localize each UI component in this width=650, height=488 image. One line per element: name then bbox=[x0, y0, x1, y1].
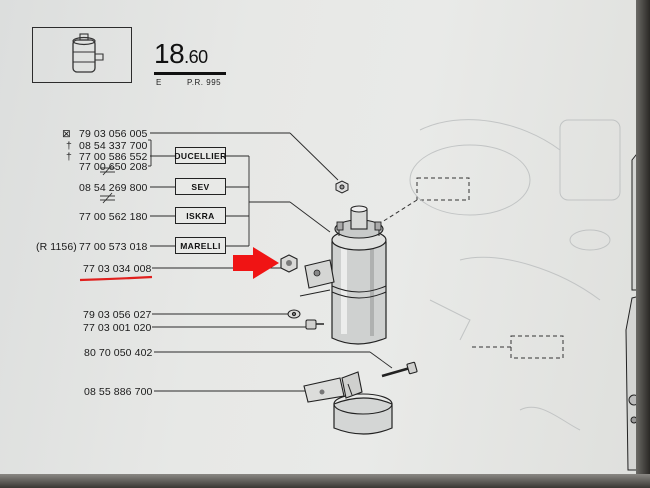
red-arrow-icon bbox=[233, 247, 279, 279]
background-faint-drawing bbox=[409, 119, 621, 431]
page-edge-shadow bbox=[636, 0, 650, 488]
highlight-underline bbox=[79, 275, 153, 282]
part-symbol: ⊠ bbox=[62, 128, 71, 140]
brand-box-sev: SEV bbox=[175, 178, 226, 195]
edition-letter: E bbox=[156, 78, 162, 87]
part-symbol: † bbox=[66, 140, 72, 152]
brand-box-marelli: MARELLI bbox=[175, 237, 226, 254]
mounting-bracket-illustration bbox=[303, 371, 393, 435]
mounting-bolt bbox=[381, 361, 418, 378]
ignition-coil-illustration bbox=[299, 205, 387, 345]
part-number: 77 00 650 208 bbox=[79, 161, 148, 173]
reference-code: P.R. 995 bbox=[187, 78, 222, 87]
leader-lines bbox=[100, 132, 393, 392]
part-number: 79 03 056 027 bbox=[83, 309, 152, 321]
page-bottom-shadow bbox=[0, 474, 650, 488]
part-number: 79 03 056 005 bbox=[79, 128, 148, 140]
part-symbol: † bbox=[66, 151, 72, 163]
brand-box-ducellier: DUCELLIER bbox=[174, 147, 226, 164]
washer-and-screw bbox=[287, 309, 324, 330]
brand-box-iskra: ISKRA bbox=[175, 207, 226, 224]
part-number: 77 00 573 018 bbox=[79, 241, 148, 253]
part-number: 77 00 586 552 bbox=[79, 151, 148, 163]
section-thumbnail bbox=[32, 27, 132, 83]
part-number: 80 70 050 402 bbox=[84, 347, 153, 359]
highlighted-washer bbox=[280, 254, 298, 273]
section-main: 18 bbox=[154, 38, 185, 69]
coil-thumbnail-icon bbox=[72, 33, 104, 73]
part-number-highlighted: 77 03 034 008 bbox=[83, 263, 152, 275]
dashed-reference-boxes bbox=[381, 177, 564, 359]
section-number: 18.60 bbox=[154, 38, 208, 70]
prefix-note: (R 1156) bbox=[36, 241, 77, 253]
part-number: 77 03 001 020 bbox=[83, 322, 152, 334]
section-sub: .60 bbox=[184, 47, 208, 67]
part-number: 08 54 269 800 bbox=[79, 182, 148, 194]
part-number: 08 54 337 700 bbox=[79, 140, 148, 152]
part-number: 08 55 886 700 bbox=[84, 386, 153, 398]
part-number: 77 00 562 180 bbox=[79, 211, 148, 223]
section-rule bbox=[154, 72, 226, 75]
terminal-nut bbox=[335, 180, 349, 194]
